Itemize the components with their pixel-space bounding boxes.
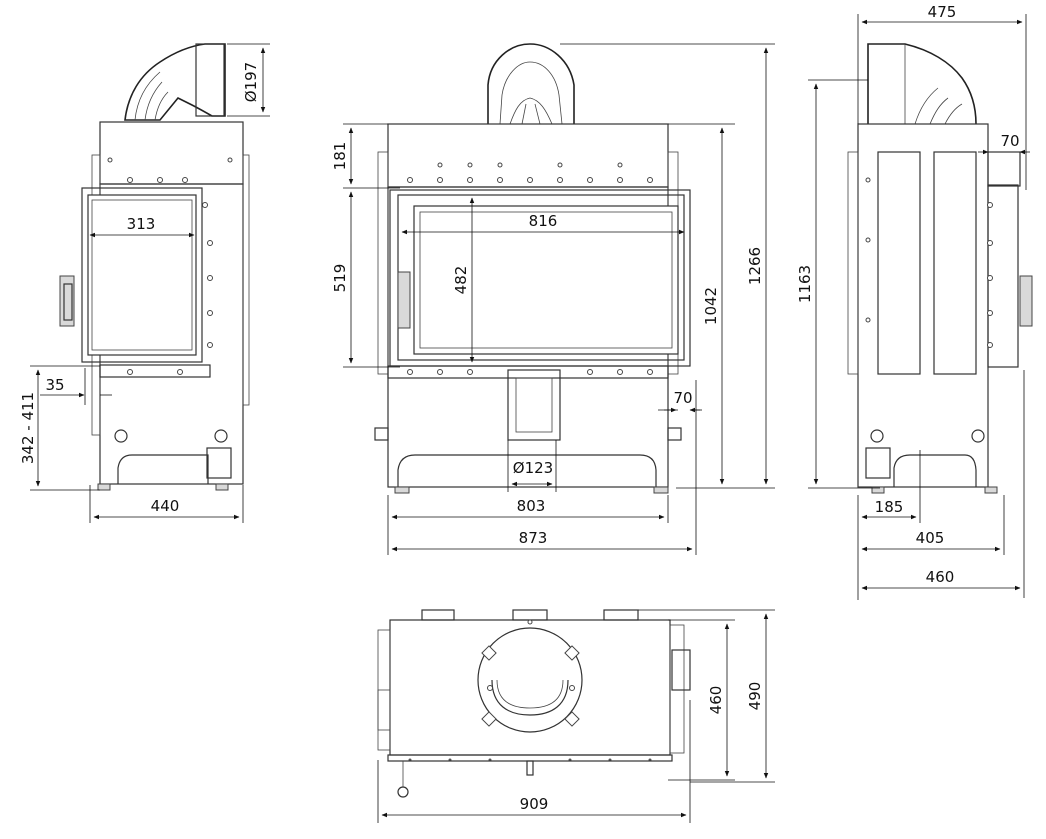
dim-side-width-top: 475 [928, 3, 957, 21]
dim-side-depth-460: 460 [926, 568, 955, 586]
top-body [389, 619, 671, 756]
dim-top-depth-460: 460 [707, 686, 725, 715]
dim-glass-height: 482 [452, 266, 470, 295]
dim-width-440: 440 [151, 497, 180, 515]
dim-leg-offset: 185 [875, 498, 904, 516]
dim-height-1266: 1266 [746, 247, 764, 285]
dim-air-inlet: Ø123 [513, 459, 553, 477]
side-view: 475 70 1163 185 405 460 [796, 3, 1033, 600]
dim-side-depth-405: 405 [916, 529, 945, 547]
left-front-view: Ø197 313 35 342 - 411 440 [19, 43, 270, 523]
dim-total-width: 873 [519, 529, 548, 547]
dim-height-range: 342 - 411 [19, 392, 37, 464]
top-view: 460 490 909 [377, 609, 775, 823]
dim-glass-width-center: 816 [529, 212, 558, 230]
side-panel-right [933, 151, 977, 375]
dim-side-flange: 70 [1000, 132, 1019, 150]
center-front-view: 181 519 482 816 1042 1266 70 Ø123 [331, 43, 775, 555]
dim-door-height: 519 [331, 264, 349, 293]
side-panel-left [877, 151, 921, 375]
dim-top-band: 181 [331, 142, 349, 171]
center-door-handle [397, 271, 411, 329]
dim-height-1042: 1042 [702, 287, 720, 325]
top-flue-ring [477, 627, 583, 733]
center-body-top [387, 123, 669, 188]
dim-base-width: 803 [517, 497, 546, 515]
dim-flue-diameter: Ø197 [242, 62, 260, 102]
flue-elbow-left [124, 43, 226, 121]
side-door-handle [1019, 275, 1033, 327]
flue-elbow-side [867, 43, 977, 125]
air-inlet-duct [507, 369, 561, 441]
dim-top-depth-490: 490 [746, 682, 764, 711]
dim-side-height: 1163 [796, 265, 814, 303]
left-body-top [99, 121, 244, 185]
left-door-glass [87, 194, 197, 356]
dim-top-width: 909 [520, 795, 549, 813]
flue-dome-center [487, 43, 575, 124]
dim-offset-35: 35 [45, 376, 64, 394]
dim-right-offset: 70 [673, 389, 692, 407]
dim-glass-width-left: 313 [127, 215, 156, 233]
